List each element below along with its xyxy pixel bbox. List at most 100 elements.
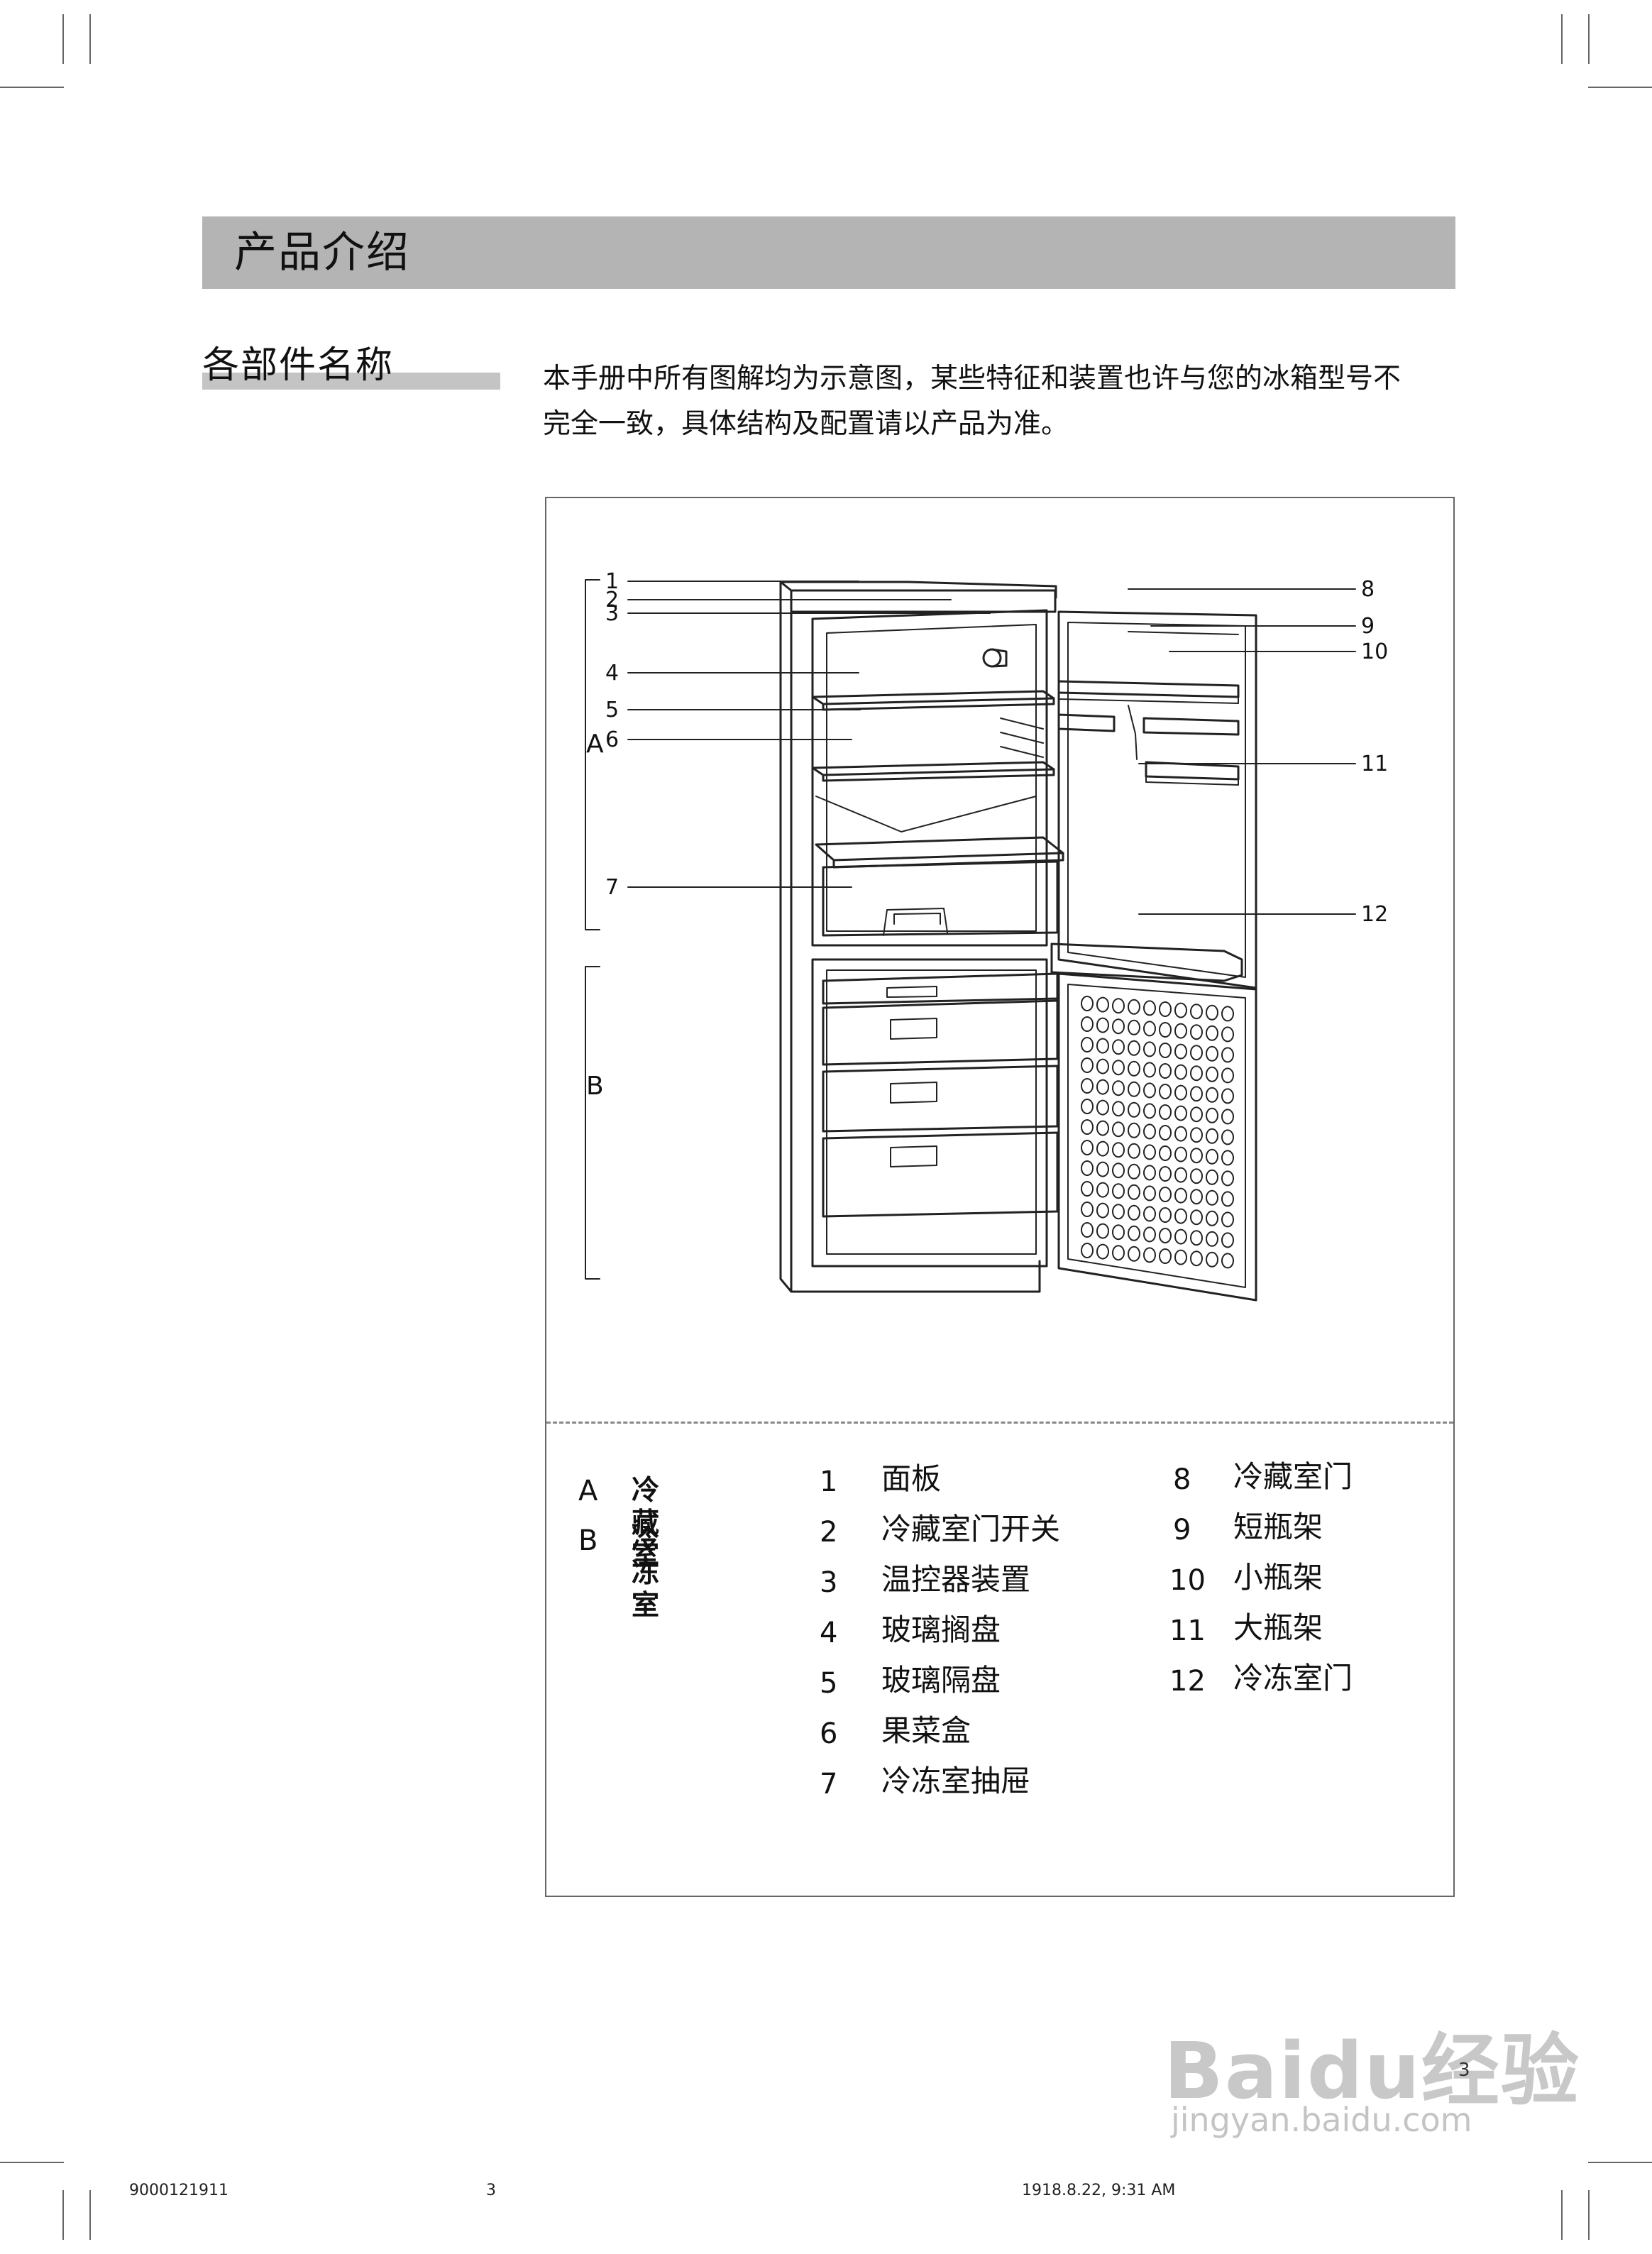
door-dimple [1190,1189,1203,1205]
door-dimple [1128,1246,1140,1262]
legend-section-label: 冷藏室 [632,1475,660,1572]
legend-item: 6 果菜盒 [816,1713,1100,1768]
door-dimple [1159,1145,1172,1161]
door-dimple [1190,1250,1203,1267]
diagram-frame [545,497,1455,1897]
door-dimple [1221,1211,1234,1228]
door-dimple [1112,1224,1125,1241]
legend-item-number: 7 [820,1768,838,1801]
fridge-door [1050,610,1257,989]
crop-mark [0,2162,64,2163]
door-dimple [1221,1067,1234,1084]
door-dimple [1159,1187,1172,1202]
door-dimple [1190,1004,1203,1020]
door-dimple [1174,1064,1187,1080]
door-dimple [1221,1006,1234,1022]
callout-number: 10 [1361,639,1388,664]
legend-item-number: 12 [1169,1665,1206,1698]
door-dimple [1206,1169,1218,1185]
door-dimple [1128,1225,1140,1241]
door-dimple [1174,1208,1187,1224]
legend-item-number: 10 [1169,1564,1206,1597]
crop-mark [62,2190,64,2240]
callout-number: 6 [605,727,619,752]
bracket-a [585,579,600,930]
door-dimple [1159,1125,1172,1140]
door-dimple [1159,1084,1172,1099]
door-dimple [1159,1248,1172,1264]
door-dimple [1190,1086,1203,1102]
door-dimple [1081,1222,1094,1238]
legend-item: 9 短瓶架 [1169,1510,1439,1564]
section-title: 各部件名称 [202,344,395,387]
door-dimple [1221,1232,1234,1248]
door-dimple [1112,1204,1125,1220]
page-title: 产品介绍 [234,228,410,277]
door-dimple [1221,1026,1234,1043]
door-dimple [1128,1040,1140,1056]
door-dimple [1096,1182,1109,1198]
door-dimple [1096,1202,1109,1219]
legend-item-label: 冷藏室门 [1233,1459,1353,1494]
legend-item-number: 6 [820,1717,838,1750]
legend-item-number: 9 [1173,1514,1191,1546]
section-title-bar [202,373,500,390]
door-dimple [1143,1041,1156,1057]
legend-item: 4 玻璃搁盘 [816,1612,1100,1667]
crop-mark [1588,87,1652,88]
legend-item-label: 面板 [881,1461,942,1496]
door-dimple [1206,1148,1218,1165]
door-dimple [1159,1166,1172,1182]
door-dimple [1206,1066,1218,1082]
door-dimple [1143,1062,1156,1078]
door-dimple [1159,1063,1172,1079]
crop-mark [0,87,64,88]
legend-item-number: 2 [820,1516,838,1549]
door-dimple [1128,1019,1140,1035]
legend-item-label: 冷冻室抽屉 [881,1764,1031,1798]
door-dimple [1096,1140,1109,1157]
door-dimple [1081,1119,1094,1135]
legend-item-number: 4 [820,1617,838,1649]
door-dimple [1221,1088,1234,1104]
bracket-b [585,966,600,1280]
legend-item-label: 短瓶架 [1233,1510,1323,1544]
door-dimple [1143,1206,1156,1222]
door-dimple [1143,1185,1156,1202]
door-dimple [1206,1210,1218,1226]
door-dimple [1159,1207,1172,1223]
door-dimple [1112,1101,1125,1117]
callout-number: 3 [605,601,619,626]
legend-item-label: 大瓶架 [1233,1610,1323,1645]
door-dimple [1143,1000,1156,1016]
door-dimple [1190,1209,1203,1226]
door-dimple [1174,1105,1187,1121]
door-dimple [1112,998,1125,1014]
door-dimple [1112,1121,1125,1138]
door-dimple [1081,1160,1094,1176]
door-dimple [1096,1017,1109,1033]
legend-item-label: 玻璃搁盘 [881,1612,1001,1647]
door-dimple [1206,1045,1218,1062]
crop-mark [89,2190,91,2240]
door-dimple [1174,1187,1187,1204]
fridge-diagram: 1 2 3 4 5 6 7 8 9 10 11 12 A B [585,569,1388,1302]
door-dimple [1143,1226,1156,1243]
crop-mark [1561,14,1563,64]
door-dimple [1081,1181,1094,1197]
door-dimple [1190,1065,1203,1082]
crop-mark [1588,2162,1652,2163]
legend-section-label: 冷冻室 [632,1524,660,1622]
door-dimple [1206,1004,1218,1021]
legend-item-label: 果菜盒 [881,1713,971,1748]
legend-item: 7 冷冻室抽屉 [816,1764,1100,1818]
door-dimple [1221,1150,1234,1166]
door-dimple [1128,1184,1140,1200]
legend-item-label: 玻璃隔盘 [881,1663,1001,1698]
door-dimple [1190,1045,1203,1061]
door-dimple [1159,1001,1172,1017]
